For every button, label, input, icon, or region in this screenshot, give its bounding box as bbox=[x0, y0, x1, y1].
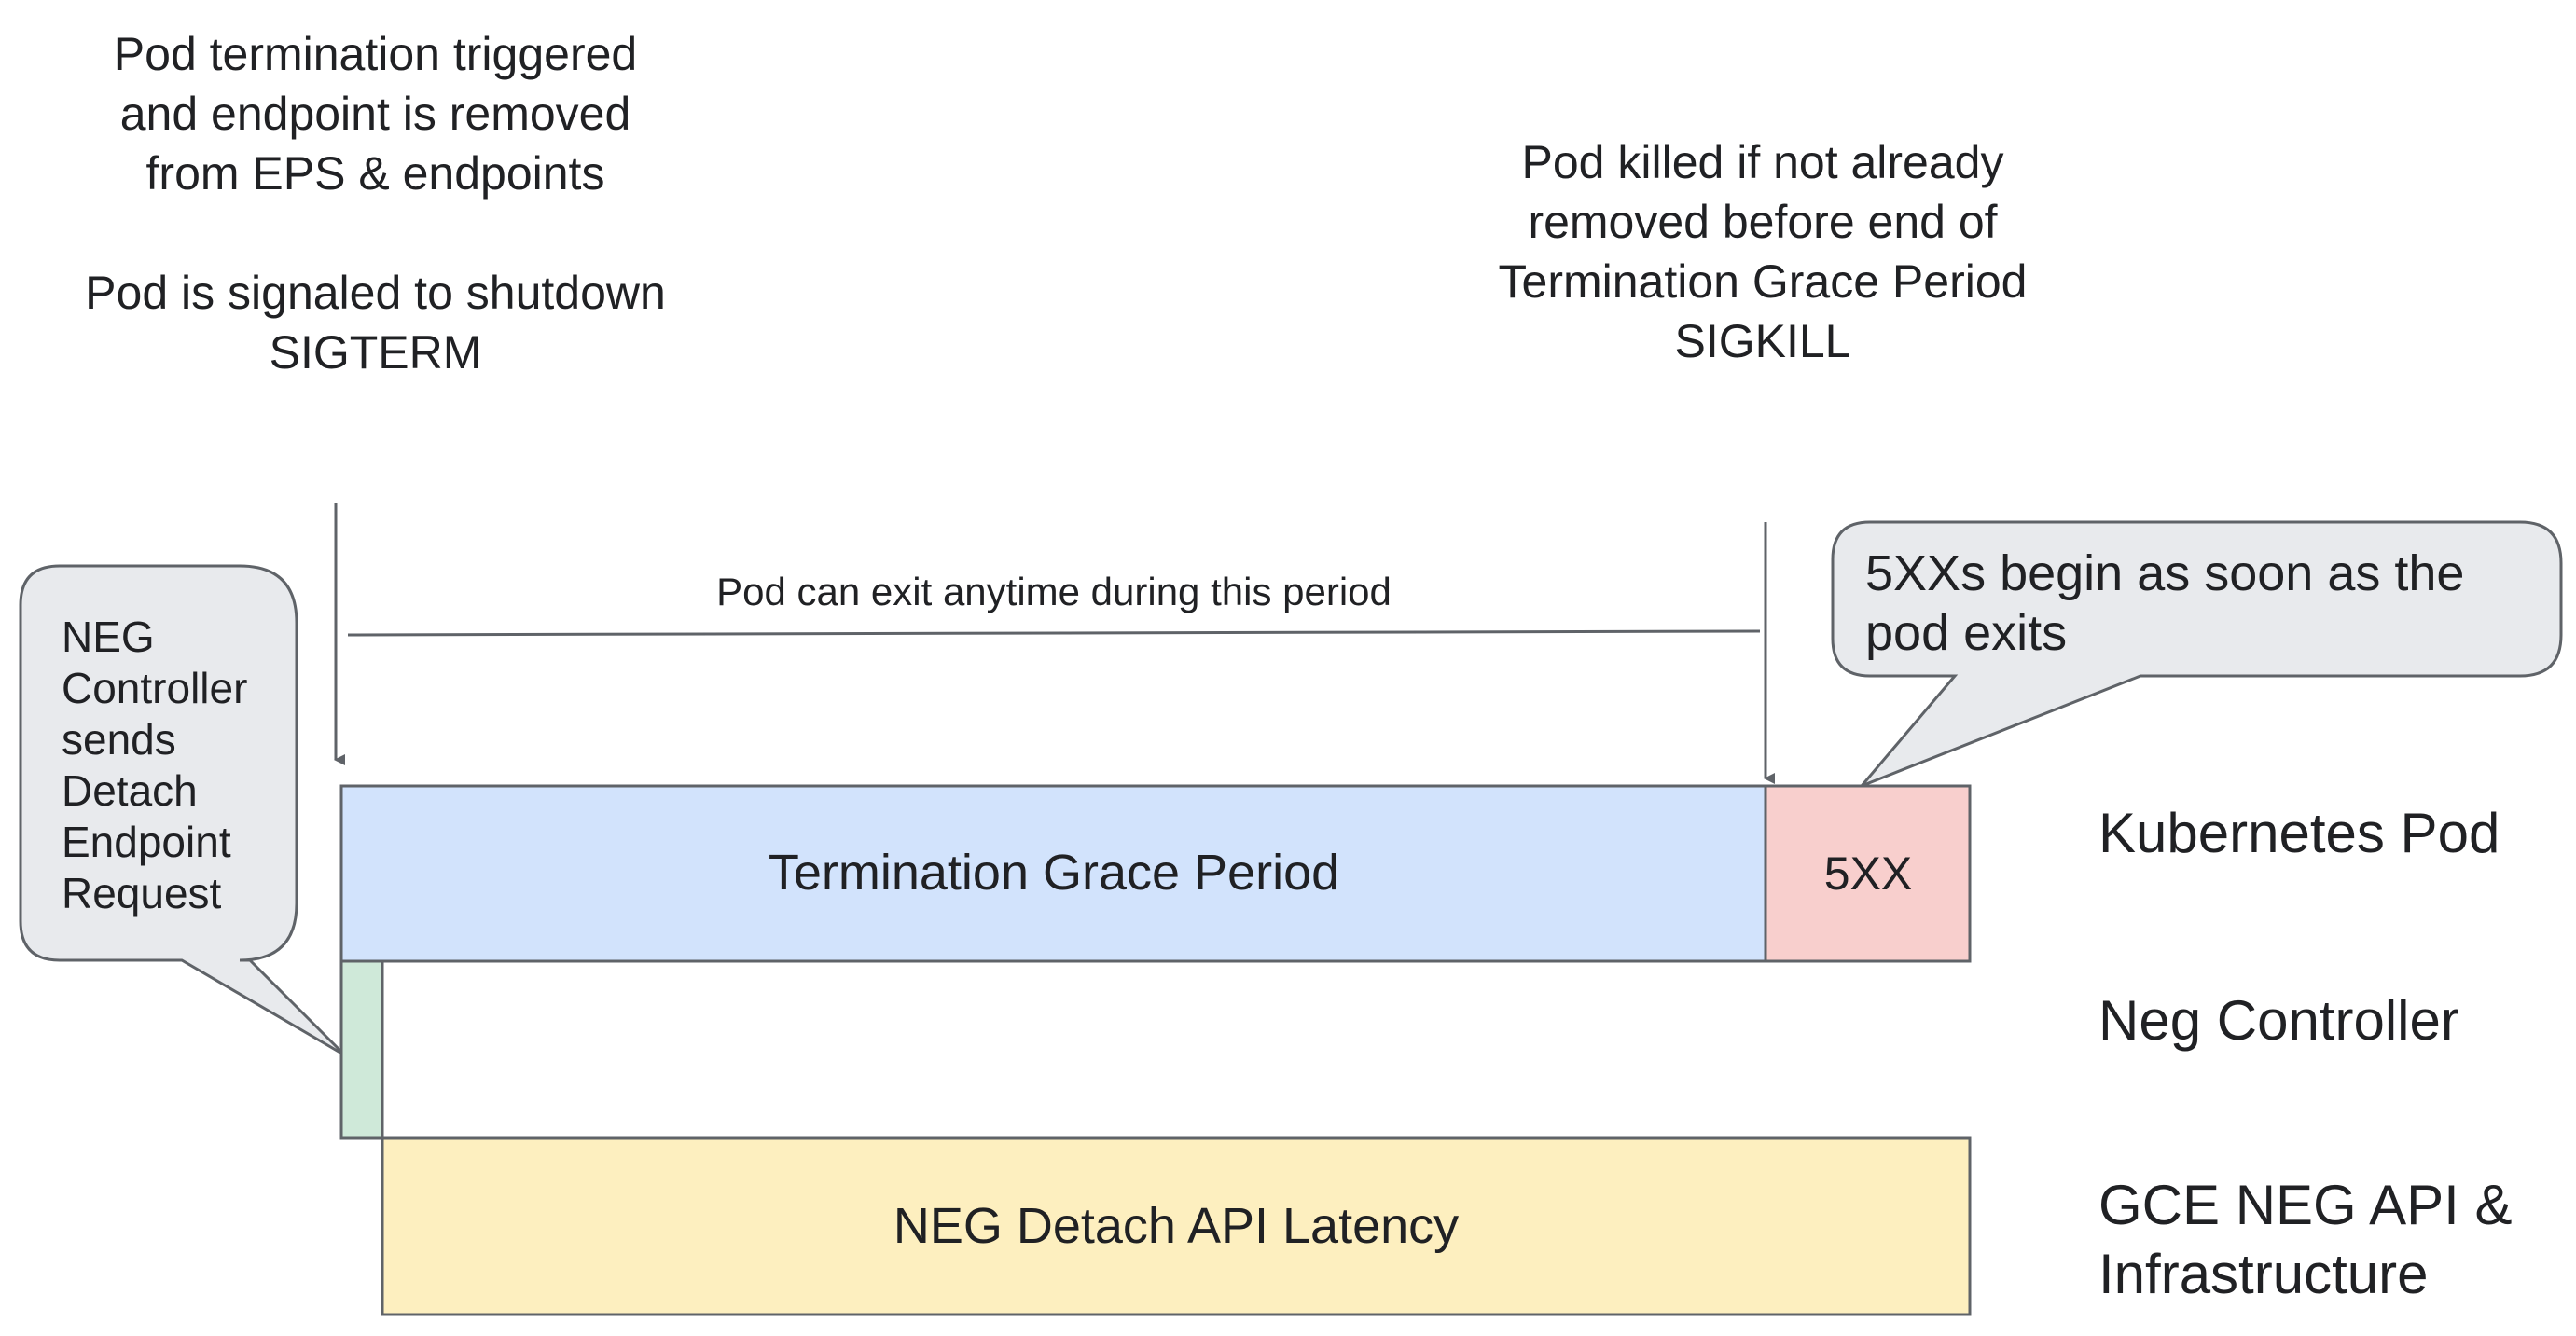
termination-grace-period-bar bbox=[339, 784, 1767, 963]
neg-detach-latency-label: NEG Detach API Latency bbox=[893, 1198, 1459, 1254]
callout-line: 5XXs begin as soon as the bbox=[1865, 545, 2465, 601]
note-line: and endpoint is removed bbox=[119, 88, 631, 140]
lane-label-line: GCE NEG API & bbox=[2098, 1174, 2513, 1236]
callout-line: Controller bbox=[62, 664, 248, 712]
callout-line: NEG bbox=[62, 613, 155, 661]
note-line: SIGKILL bbox=[1674, 315, 1851, 367]
neg-controller-bar bbox=[339, 959, 384, 1140]
neg-controller-callout-bubble bbox=[19, 564, 347, 1057]
exit-period-line bbox=[347, 629, 1761, 637]
termination-triggered-note: Pod termination triggered and endpoint i… bbox=[28, 24, 723, 382]
callout-line: Detach bbox=[62, 766, 198, 815]
callout-line: pod exits bbox=[1865, 605, 2068, 661]
lane-label-gce-neg-api: GCE NEG API & Infrastructure bbox=[2098, 1171, 2512, 1309]
note-line: removed before end of bbox=[1528, 196, 1998, 248]
callout-line: Request bbox=[62, 869, 222, 917]
note-line: Termination Grace Period bbox=[1498, 255, 2028, 308]
lane-label-line: Infrastructure bbox=[2098, 1243, 2429, 1305]
note-line: from EPS & endpoints bbox=[145, 147, 605, 200]
errors-5xx-label: 5XX bbox=[1824, 847, 1913, 900]
lane-label-kubernetes-pod: Kubernetes Pod bbox=[2098, 802, 2500, 864]
lane-label-neg-controller: Neg Controller bbox=[2098, 989, 2459, 1052]
errors-callout-bubble bbox=[1831, 520, 2563, 788]
callout-line: Endpoint bbox=[62, 818, 231, 866]
note-line: Pod termination triggered bbox=[113, 28, 638, 80]
errors-callout-text: 5XXs begin as soon as the pod exits bbox=[1865, 544, 2464, 663]
callout-line: sends bbox=[62, 715, 176, 764]
sigkill-note: Pod killed if not already removed before… bbox=[1455, 132, 2070, 371]
note-line: Pod is signaled to shutdown bbox=[85, 267, 666, 319]
errors-5xx-bar bbox=[1764, 784, 1972, 963]
exit-period-label: Pod can exit anytime during this period bbox=[716, 570, 1392, 613]
neg-controller-callout-text: NEG Controller sends Detach Endpoint Req… bbox=[62, 612, 247, 919]
termination-grace-period-label: Termination Grace Period bbox=[769, 845, 1339, 901]
note-line: Pod killed if not already bbox=[1521, 136, 2004, 188]
note-line: SIGTERM bbox=[269, 326, 482, 379]
neg-detach-latency-bar bbox=[381, 1136, 1972, 1316]
